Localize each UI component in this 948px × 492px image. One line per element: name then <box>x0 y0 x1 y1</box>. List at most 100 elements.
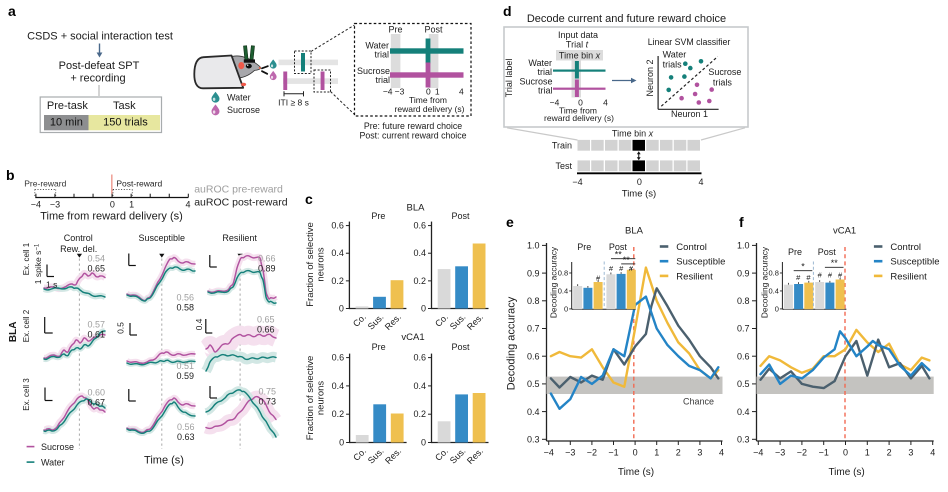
svg-text:0.6: 0.6 <box>527 351 540 361</box>
svg-text:0.2: 0.2 <box>331 276 344 286</box>
svg-text:BLA: BLA <box>625 226 644 237</box>
svg-text:*: * <box>801 261 805 271</box>
svg-text:0.6: 0.6 <box>737 351 750 361</box>
svg-text:Pre: Pre <box>577 242 591 252</box>
svg-text:0.61: 0.61 <box>87 330 105 340</box>
svg-text:reward delivery (s): reward delivery (s) <box>544 113 614 123</box>
svg-text:0: 0 <box>339 438 344 448</box>
svg-text:Sucrose: Sucrose <box>227 105 260 115</box>
svg-text:CSDS + social interaction test: CSDS + social interaction test <box>27 31 173 43</box>
svg-text:trial: trial <box>374 50 389 60</box>
svg-text:Sucrose: Sucrose <box>519 76 552 86</box>
svg-text:Time from: Time from <box>409 95 447 105</box>
svg-text:0.60: 0.60 <box>87 388 105 398</box>
svg-text:Fraction of selective: Fraction of selective <box>305 222 316 306</box>
svg-text:10 min: 10 min <box>50 117 83 129</box>
svg-text:d: d <box>503 3 512 19</box>
svg-text:#: # <box>838 271 843 280</box>
svg-text:Sucrose: Sucrose <box>41 442 74 452</box>
svg-text:Time (s): Time (s) <box>618 467 654 478</box>
svg-text:Resilient: Resilient <box>676 271 713 282</box>
svg-text:Pre: future reward choice: Pre: future reward choice <box>364 121 462 131</box>
svg-text:−2: −2 <box>587 448 597 458</box>
svg-text:Pre-reward: Pre-reward <box>24 179 66 189</box>
svg-text:0: 0 <box>637 177 642 187</box>
svg-text:0.51: 0.51 <box>176 361 194 371</box>
svg-text:#: # <box>619 264 624 273</box>
svg-text:Chance: Chance <box>683 397 714 407</box>
svg-text:0.65: 0.65 <box>257 315 275 325</box>
svg-text:−4: −4 <box>550 98 560 108</box>
svg-text:0.67: 0.67 <box>87 398 105 408</box>
svg-text:0.7: 0.7 <box>737 324 750 334</box>
svg-text:0: 0 <box>775 305 779 314</box>
svg-text:Post: Post <box>424 25 443 35</box>
svg-text:0.56: 0.56 <box>177 422 195 432</box>
svg-text:1: 1 <box>865 448 870 458</box>
svg-text:−3: −3 <box>395 87 405 97</box>
svg-text:#: # <box>629 264 634 273</box>
svg-text:Water: Water <box>528 58 552 68</box>
svg-text:0: 0 <box>110 200 115 210</box>
svg-text:Rew. del.: Rew. del. <box>60 244 97 254</box>
svg-text:neurons: neurons <box>316 247 327 282</box>
svg-text:Post-reward: Post-reward <box>116 179 162 189</box>
svg-text:Time (s): Time (s) <box>828 467 864 478</box>
svg-text:0.65: 0.65 <box>87 264 105 274</box>
svg-text:Resilient: Resilient <box>222 233 257 243</box>
svg-text:Pre: Pre <box>371 211 385 221</box>
svg-text:1.0: 1.0 <box>737 241 750 251</box>
svg-text:a: a <box>8 3 16 19</box>
svg-text:3: 3 <box>908 448 913 458</box>
svg-text:0.4: 0.4 <box>413 381 426 391</box>
svg-text:trial: trial <box>375 75 390 85</box>
svg-text:−4: −4 <box>383 87 393 97</box>
svg-text:Decoding accuracy: Decoding accuracy <box>759 246 769 318</box>
svg-text:0.8: 0.8 <box>527 296 540 306</box>
svg-text:−3: −3 <box>565 448 575 458</box>
svg-text:0.8: 0.8 <box>737 296 750 306</box>
svg-text:1: 1 <box>435 87 440 97</box>
svg-text:Water: Water <box>663 49 687 59</box>
svg-text:4: 4 <box>185 200 190 210</box>
svg-text:0.89: 0.89 <box>258 264 276 274</box>
svg-text:0.4: 0.4 <box>768 287 778 296</box>
svg-text:0.4: 0.4 <box>413 248 426 258</box>
svg-text:0.54: 0.54 <box>87 254 105 264</box>
svg-text:−1: −1 <box>819 448 829 458</box>
svg-text:0.9: 0.9 <box>527 268 540 278</box>
svg-text:#: # <box>828 271 833 280</box>
svg-text:+ recording: + recording <box>70 73 125 85</box>
svg-text:#: # <box>806 273 811 282</box>
svg-text:Sucrose: Sucrose <box>708 67 741 77</box>
svg-text:4: 4 <box>698 177 703 187</box>
svg-text:Train: Train <box>552 141 572 151</box>
svg-text:0.2: 0.2 <box>413 276 426 286</box>
svg-text:0.3: 0.3 <box>737 435 750 445</box>
svg-text:0.5: 0.5 <box>116 322 126 334</box>
svg-text:0.5: 0.5 <box>527 379 540 389</box>
svg-text:0.8: 0.8 <box>768 269 778 278</box>
svg-text:4: 4 <box>603 98 608 108</box>
svg-text:Time (s): Time (s) <box>144 455 184 467</box>
svg-text:c: c <box>305 191 313 207</box>
svg-text:0.75: 0.75 <box>258 387 276 397</box>
svg-text:0.58: 0.58 <box>176 303 194 313</box>
svg-text:Neuron 2: Neuron 2 <box>645 59 655 96</box>
svg-text:Trial label: Trial label <box>504 59 514 98</box>
svg-text:0.4: 0.4 <box>527 407 540 417</box>
svg-text:Pre: Pre <box>372 342 386 352</box>
svg-text:Pre: Pre <box>388 25 402 35</box>
svg-text:Control: Control <box>64 233 93 243</box>
svg-text:0.4: 0.4 <box>194 318 204 330</box>
svg-text:0.59: 0.59 <box>176 371 194 381</box>
svg-text:Control: Control <box>890 242 921 253</box>
svg-text:#: # <box>596 274 601 283</box>
svg-text:#: # <box>609 264 614 273</box>
svg-text:Water: Water <box>41 457 65 467</box>
svg-text:Time (s): Time (s) <box>622 189 656 200</box>
svg-text:Pre-task: Pre-task <box>47 100 88 112</box>
svg-text:Time from: Time from <box>559 106 597 116</box>
svg-text:neurons: neurons <box>316 381 327 416</box>
svg-text:0.3: 0.3 <box>527 435 540 445</box>
